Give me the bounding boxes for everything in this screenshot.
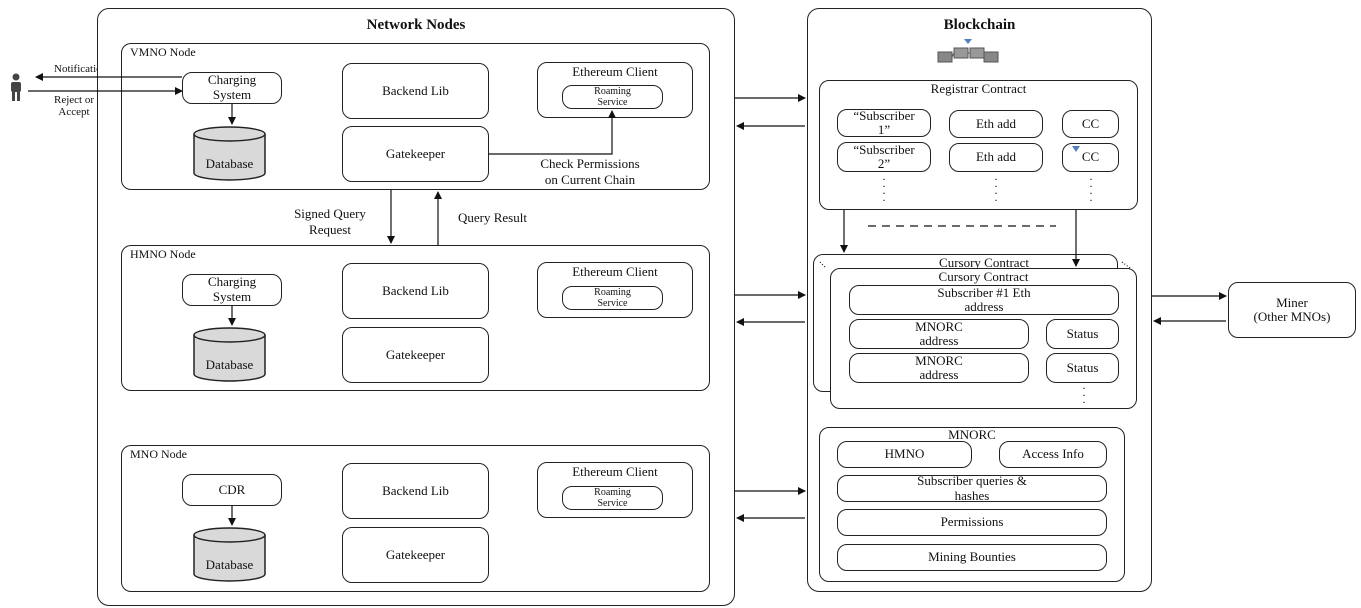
mnorc-title: MNORC xyxy=(948,427,996,442)
blockchain-icon xyxy=(936,38,1000,66)
cursory-contract-back-title: Cursory Contract xyxy=(939,255,1029,270)
mno-ethereum-client-label: Ethereum Client xyxy=(572,464,658,479)
query-result-label: Query Result xyxy=(458,210,527,225)
mnorc-mining-bounties: Mining Bounties xyxy=(837,544,1107,571)
hmno-gatekeeper: Gatekeeper xyxy=(342,327,489,383)
mno-node-label: MNO Node xyxy=(130,447,187,461)
cc-marker-icon xyxy=(1072,139,1080,152)
hmno-database xyxy=(193,327,266,383)
vmno-node-label: VMNO Node xyxy=(130,45,196,59)
blockchain-title: Blockchain xyxy=(943,17,1016,33)
registrar-eth-add-1: Eth add xyxy=(949,110,1043,138)
network-nodes-title: Network Nodes xyxy=(366,17,466,33)
registrar-subscriber-2: “Subscriber 2” xyxy=(837,142,931,172)
vmno-charging-system: Charging System xyxy=(182,72,282,104)
miner-box: Miner (Other MNOs) xyxy=(1228,282,1356,338)
vmno-ethereum-client-label: Ethereum Client xyxy=(572,64,658,79)
registrar-cc-1: CC xyxy=(1062,110,1119,138)
cursory-mnorc-address-1: MNORC address xyxy=(849,319,1029,349)
mno-gatekeeper: Gatekeeper xyxy=(342,527,489,583)
cursory-status-1: Status xyxy=(1046,319,1119,349)
registrar-eth-add-2: Eth add xyxy=(949,143,1043,172)
hmno-backend-lib: Backend Lib xyxy=(342,263,489,319)
vmno-database-label: Database xyxy=(205,156,254,171)
registrar-dots-2: ···· xyxy=(994,172,998,207)
vmno-check-permissions-label: Check Permissions on Current Chain xyxy=(540,156,640,187)
notification-label: Notification xyxy=(54,63,108,75)
vmno-backend-lib: Backend Lib xyxy=(342,63,489,119)
mno-roaming-service: Roaming Service xyxy=(562,486,663,510)
cursory-mnorc-address-2: MNORC address xyxy=(849,353,1029,383)
vmno-database xyxy=(193,126,266,182)
mnorc-hmno: HMNO xyxy=(837,441,972,468)
registrar-cc-2: CC xyxy=(1062,143,1119,172)
mnorc-subscriber-queries: Subscriber queries & hashes xyxy=(837,474,1107,502)
mnorc-permissions: Permissions xyxy=(837,509,1107,536)
vmno-roaming-service: Roaming Service xyxy=(562,85,663,109)
mno-database-label: Database xyxy=(205,557,254,572)
hmno-charging-system: Charging System xyxy=(182,274,282,306)
reject-accept-label: Reject or Accept xyxy=(53,94,94,119)
mnorc-access-info: Access Info xyxy=(999,441,1107,468)
mno-backend-lib: Backend Lib xyxy=(342,463,489,519)
hmno-node-label: HMNO Node xyxy=(130,247,196,261)
cursory-contract-title: Cursory Contract xyxy=(938,269,1029,284)
hmno-ethereum-client-label: Ethereum Client xyxy=(572,264,658,279)
signed-query-label: Signed Query Request xyxy=(294,206,366,237)
registrar-dots-1: ···· xyxy=(882,172,886,207)
hmno-database-label: Database xyxy=(205,357,254,372)
registrar-dots-3: ···· xyxy=(1089,172,1093,207)
mno-cdr: CDR xyxy=(182,474,282,506)
user-icon xyxy=(8,73,24,103)
hmno-roaming-service: Roaming Service xyxy=(562,286,663,310)
registrar-contract-title: Registrar Contract xyxy=(930,81,1027,96)
vmno-gatekeeper: Gatekeeper xyxy=(342,126,489,182)
mno-database xyxy=(193,527,266,583)
cursory-status-2: Status xyxy=(1046,353,1119,383)
cursory-subscriber-address: Subscriber #1 Eth address xyxy=(849,285,1119,315)
registrar-subscriber-1: “Subscriber 1” xyxy=(837,108,931,137)
cursory-dots: ··· xyxy=(1082,381,1086,409)
